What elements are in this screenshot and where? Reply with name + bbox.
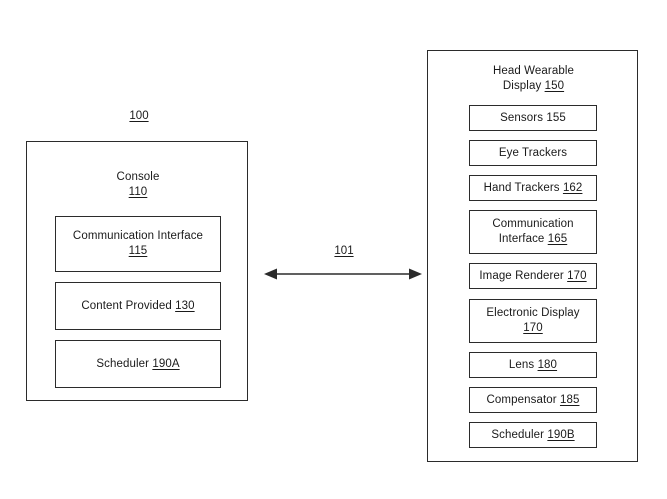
module-lens-180[interactable]: Lens 180 <box>469 352 597 378</box>
module-sensors-155[interactable]: Sensors 155 <box>469 105 597 131</box>
module-label: Hand Trackers 162 <box>483 181 583 194</box>
module-image-renderer-170[interactable]: Image Renderer 170 <box>469 263 597 289</box>
module-label: Scheduler 190A <box>96 357 180 370</box>
module-label: Sensors 155 <box>500 111 566 124</box>
console-title-ref: 110 <box>128 186 148 198</box>
system-ref-number: 100 <box>129 110 149 122</box>
head-wearable-display-panel: Head Wearable Display 150 Sensors 155 Ey… <box>427 50 638 462</box>
module-label: Lens 180 <box>508 358 558 371</box>
module-label: Compensator 185 <box>486 393 580 406</box>
console-panel: Console 110 Communication Interface 115 … <box>26 141 248 401</box>
module-content-provided-130[interactable]: Content Provided 130 <box>55 282 221 330</box>
console-panel-title: Console 110 <box>27 170 249 200</box>
module-scheduler-190b[interactable]: Scheduler 190B <box>469 422 597 448</box>
module-label: Content Provided 130 <box>81 299 195 312</box>
module-communication-interface-115[interactable]: Communication Interface 115 <box>55 216 221 272</box>
hwd-title-ref: 150 <box>544 80 565 92</box>
module-label: Eye Trackers <box>498 146 568 159</box>
console-title-text: Console <box>116 171 160 183</box>
module-eye-trackers[interactable]: Eye Trackers <box>469 140 597 166</box>
module-compensator-185[interactable]: Compensator 185 <box>469 387 597 413</box>
module-label: Communication Interface 115 <box>72 230 204 257</box>
hwd-panel-title: Head Wearable Display 150 <box>428 64 639 94</box>
module-scheduler-190a[interactable]: Scheduler 190A <box>55 340 221 388</box>
bidirectional-arrow-icon <box>264 268 422 280</box>
module-label: Image Renderer 170 <box>479 269 587 282</box>
module-communication-interface-165[interactable]: Communication Interface 165 <box>469 210 597 254</box>
hwd-title-line1: Head Wearable <box>493 65 574 77</box>
module-electronic-display-170[interactable]: Electronic Display 170 <box>469 299 597 343</box>
module-hand-trackers-162[interactable]: Hand Trackers 162 <box>469 175 597 201</box>
module-label: Communication Interface 165 <box>492 218 574 245</box>
module-label: Scheduler 190B <box>491 428 575 441</box>
connector-reference-numeral: 101 <box>311 244 377 259</box>
hwd-title-line2: Display <box>502 80 542 92</box>
connector-ref-number: 101 <box>334 245 354 257</box>
system-reference-numeral: 100 <box>106 109 172 124</box>
module-label: Electronic Display 170 <box>486 307 580 334</box>
